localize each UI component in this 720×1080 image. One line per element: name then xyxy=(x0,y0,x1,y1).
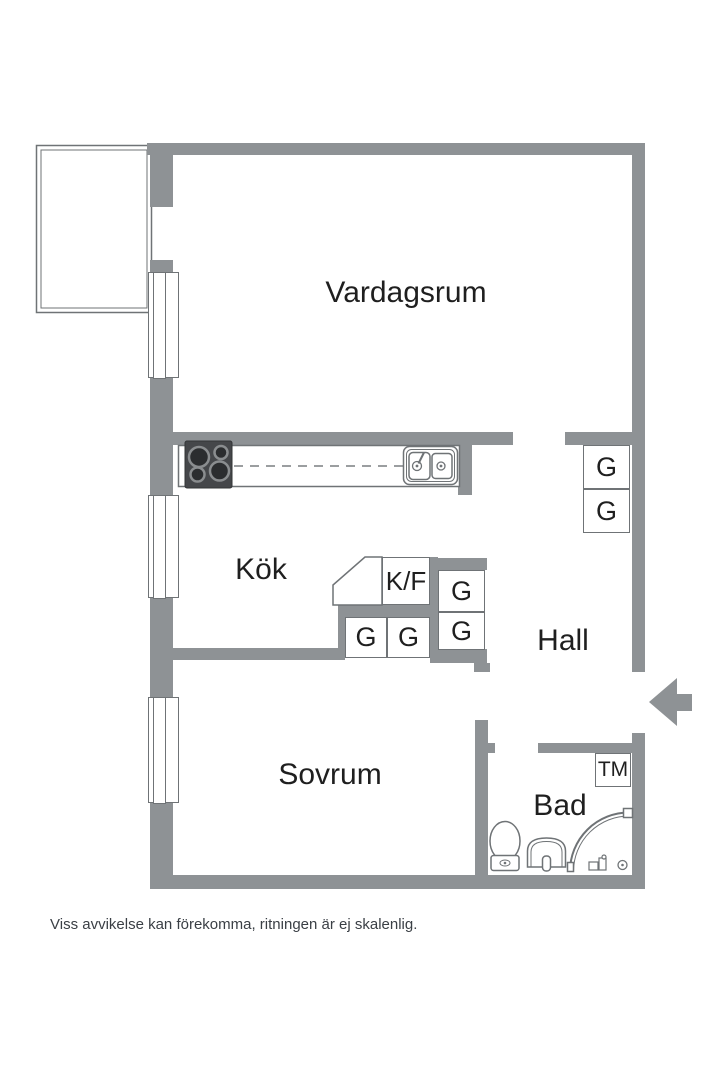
toilet-icon xyxy=(489,820,521,872)
room-label-sovrum: Sovrum xyxy=(278,758,382,791)
disclaimer-text: Viss avvikelse kan förekomma, ritningen … xyxy=(50,916,418,933)
closet-kitchen-col-upper: G xyxy=(438,570,485,612)
wall-bath-door-stub xyxy=(488,743,495,753)
wall-bottom xyxy=(150,875,645,889)
room-label-kok: Kök xyxy=(235,553,287,586)
window-kitchen-icon xyxy=(148,494,179,599)
room-label-vardagsrum: Vardagsrum xyxy=(325,276,487,309)
wall-gcolumn-stub xyxy=(474,663,490,672)
wall-bath-top xyxy=(538,743,632,753)
wall-livingroom-south-right xyxy=(565,432,632,445)
wall-kf-divider xyxy=(430,557,438,659)
wall-livingroom-south-left xyxy=(173,432,513,445)
fridge-freezer-box: K/F xyxy=(382,557,430,605)
kitchen-counter-icon xyxy=(177,444,461,488)
wall-kitchen-east-stub xyxy=(458,443,472,495)
wall-top xyxy=(147,143,645,155)
window-bedroom-icon xyxy=(148,696,179,804)
wall-gcolumn-top xyxy=(435,558,487,570)
room-label-bad: Bad xyxy=(533,789,587,822)
window-sash xyxy=(153,696,166,804)
wall-right-lower xyxy=(632,733,645,888)
closet-kitchen-col-lower: G xyxy=(438,612,485,650)
window-sash xyxy=(153,271,166,379)
wall-right-mid xyxy=(632,445,645,672)
wall-bedroom-east xyxy=(475,720,488,888)
wall-kf-bottom xyxy=(338,605,430,617)
corner-cabinet-icon xyxy=(332,556,383,606)
wall-gcolumn-bottom xyxy=(430,649,487,663)
closet-hall-lower: G xyxy=(583,489,630,533)
window-livingroom-icon xyxy=(148,271,179,379)
washing-machine-box: TM xyxy=(595,753,631,787)
room-label-hall: Hall xyxy=(537,624,589,657)
wall-left-mid2 xyxy=(150,598,173,697)
closet-hall-upper: G xyxy=(583,445,630,489)
wall-kf-left-stub xyxy=(338,605,345,660)
wall-left-mid1 xyxy=(150,378,173,495)
stove-icon xyxy=(184,440,233,489)
washbasin-icon xyxy=(526,837,567,872)
entrance-arrow-icon xyxy=(649,678,692,726)
balcony-icon xyxy=(35,144,153,314)
closet-kitchen-south-left: G xyxy=(345,617,387,658)
kitchen-sink-icon xyxy=(402,445,459,486)
wall-kitchen-south xyxy=(173,648,345,660)
closet-kitchen-south-right: G xyxy=(387,617,430,658)
wall-right-upper xyxy=(632,143,645,445)
window-sash xyxy=(153,494,166,599)
wall-left-bottom xyxy=(150,803,173,889)
wall-left-top xyxy=(150,143,173,207)
balcony-inner-line xyxy=(40,149,148,309)
wall-left-balcony-stub xyxy=(150,260,173,272)
